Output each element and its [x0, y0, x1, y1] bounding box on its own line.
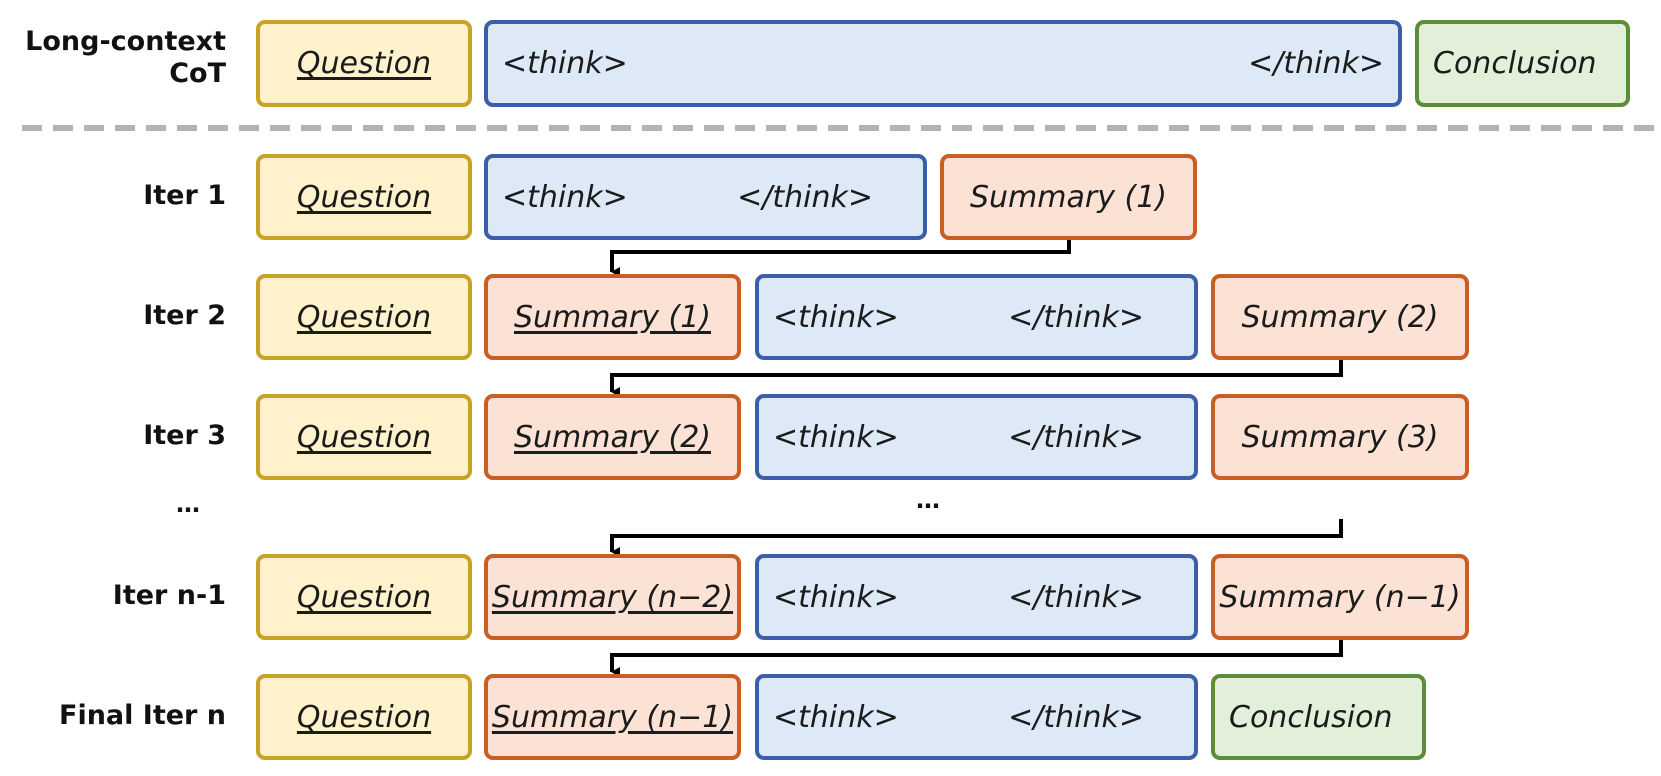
arrow-ellipsis-to-itern1: [610, 519, 1343, 557]
think-close-tag: </think>: [737, 179, 873, 215]
itern1-summary-in-box: Summary (n−2): [484, 554, 741, 640]
row-label-iter-n1: Iter n-1: [112, 580, 226, 611]
long-context-think-box: <think> </think>: [484, 20, 1402, 107]
row-label-long-context-line1: Long-context: [25, 26, 226, 57]
think-close-tag: </think>: [1248, 46, 1384, 81]
iter2-question-box: Question: [256, 274, 472, 360]
think-close-tag: </think>: [1008, 299, 1144, 335]
iter1-question-box: Question: [256, 154, 472, 240]
row-label-final: Final Iter n: [59, 700, 226, 731]
row-label-iter3: Iter 3: [143, 420, 226, 451]
final-conclusion-box: Conclusion: [1211, 674, 1426, 760]
long-context-question-box: Question: [256, 20, 472, 107]
itern1-think-box: <think> </think>: [755, 554, 1198, 640]
iter3-question-box: Question: [256, 394, 472, 480]
summary-in-text: Summary (n−2): [491, 579, 734, 615]
summary-out-text: Summary (2): [1241, 299, 1439, 335]
think-open-tag: <think>: [773, 419, 899, 455]
summary-out-text: Summary (3): [1241, 419, 1439, 455]
think-close-tag: </think>: [1008, 419, 1144, 455]
think-close-tag: </think>: [1008, 579, 1144, 615]
final-question-box: Question: [256, 674, 472, 760]
row-label-long-context-line2: CoT: [169, 58, 226, 89]
arrow-summary1-to-iter2: [610, 238, 1071, 277]
iter1-think-box: <think> </think>: [484, 154, 927, 240]
arrow-summary2-to-iter3: [610, 358, 1343, 397]
ellipsis-middle: …: [916, 486, 940, 514]
row-label-iter2: Iter 2: [143, 300, 226, 331]
iter1-summary-out-box: Summary (1): [940, 154, 1197, 240]
iter2-think-box: <think> </think>: [755, 274, 1198, 360]
question-text: Question: [296, 46, 432, 81]
iter2-summary-out-box: Summary (2): [1211, 274, 1469, 360]
conclusion-text: Conclusion: [1229, 699, 1393, 735]
think-open-tag: <think>: [502, 46, 628, 81]
conclusion-text: Conclusion: [1433, 46, 1597, 81]
question-text: Question: [296, 299, 432, 335]
itern1-question-box: Question: [256, 554, 472, 640]
itern1-summary-out-box: Summary (n−1): [1211, 554, 1469, 640]
summary-in-text: Summary (2): [513, 419, 711, 455]
summary-out-text: Summary (n−1): [1219, 579, 1461, 615]
long-context-conclusion-box: Conclusion: [1415, 20, 1630, 107]
summary-in-text: Summary (1): [513, 299, 711, 335]
question-text: Question: [296, 419, 432, 455]
think-open-tag: <think>: [773, 299, 899, 335]
arrow-summaryn1-to-final: [610, 638, 1343, 677]
final-think-box: <think> </think>: [755, 674, 1198, 760]
think-open-tag: <think>: [502, 179, 628, 215]
row-label-long-context: Long-context CoT: [0, 26, 226, 90]
summary-in-text: Summary (n−1): [491, 699, 734, 735]
ellipsis-label: …: [176, 490, 200, 518]
iter3-summary-in-box: Summary (2): [484, 394, 741, 480]
row-label-iter1: Iter 1: [143, 180, 226, 211]
iter3-summary-out-box: Summary (3): [1211, 394, 1469, 480]
question-text: Question: [296, 699, 432, 735]
question-text: Question: [296, 579, 432, 615]
question-text: Question: [296, 179, 432, 215]
iter3-think-box: <think> </think>: [755, 394, 1198, 480]
iter2-summary-in-box: Summary (1): [484, 274, 741, 360]
think-close-tag: </think>: [1008, 699, 1144, 735]
think-open-tag: <think>: [773, 579, 899, 615]
think-open-tag: <think>: [773, 699, 899, 735]
final-summary-in-box: Summary (n−1): [484, 674, 741, 760]
summary-out-text: Summary (1): [969, 179, 1167, 215]
